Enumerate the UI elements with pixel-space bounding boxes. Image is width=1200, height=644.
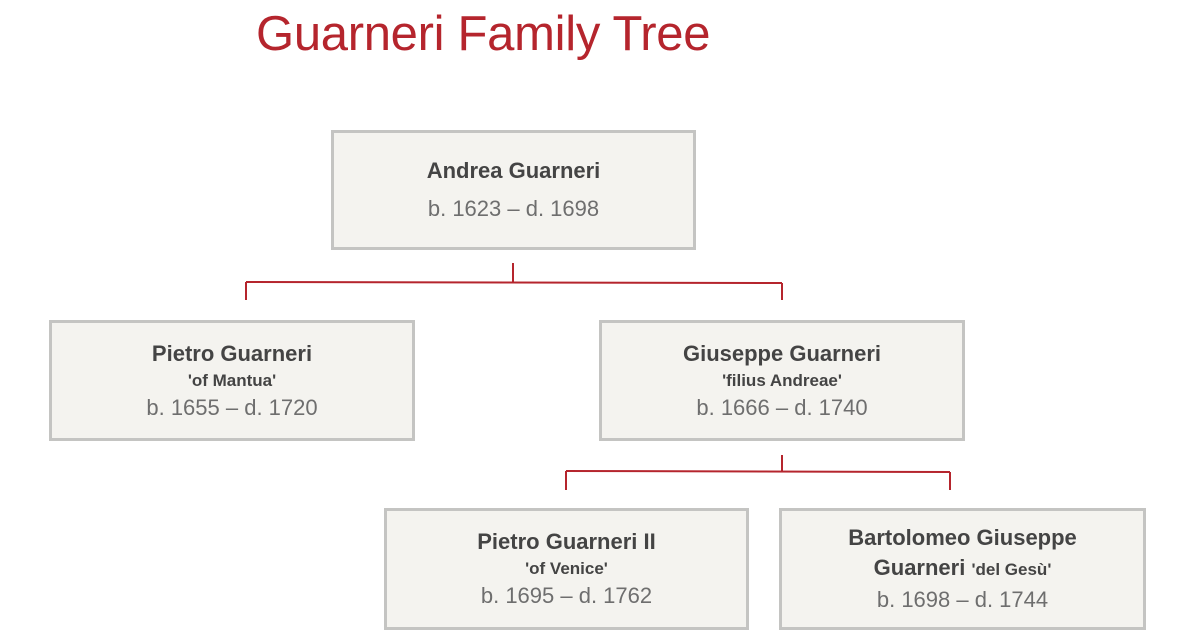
person-nickname: 'del Gesù': [971, 560, 1052, 579]
person-box-andrea: Andrea Guarneri b. 1623 – d. 1698: [331, 130, 696, 250]
person-box-bartolomeo: Bartolomeo Giuseppe Guarneri 'del Gesù' …: [779, 508, 1146, 630]
person-dates: b. 1695 – d. 1762: [480, 583, 653, 608]
person-nickname: 'of Venice': [525, 559, 608, 578]
person-nickname: 'of Mantua': [187, 370, 277, 390]
person-box-pietro2: Pietro Guarneri II 'of Venice' b. 1695 –…: [384, 508, 749, 630]
person-dates: b. 1698 – d. 1744: [876, 587, 1049, 612]
person-dates: b. 1655 – d. 1720: [146, 394, 318, 420]
person-dates: b. 1623 – d. 1698: [427, 196, 600, 221]
person-box-pietro: Pietro Guarneri 'of Mantua' b. 1655 – d.…: [49, 320, 415, 441]
person-dates: b. 1666 – d. 1740: [696, 394, 868, 420]
person-name: Giuseppe Guarneri: [682, 340, 882, 366]
person-box-giuseppe: Giuseppe Guarneri 'filius Andreae' b. 16…: [599, 320, 965, 441]
person-name: Pietro Guarneri II: [477, 529, 656, 554]
person-name-surname: Guarneri: [873, 555, 966, 580]
person-name: Andrea Guarneri: [426, 158, 601, 183]
connector-giuseppe-bar: [565, 470, 951, 473]
person-name-line2: Guarneri 'del Gesù': [874, 553, 1052, 585]
page-title: Guarneri Family Tree: [256, 7, 711, 61]
person-name-line1: Bartolomeo Giuseppe: [848, 525, 1077, 550]
person-nickname: 'filius Andreae': [722, 370, 842, 390]
person-name: Pietro Guarneri: [151, 340, 313, 366]
connector-andrea-bar: [245, 281, 783, 284]
